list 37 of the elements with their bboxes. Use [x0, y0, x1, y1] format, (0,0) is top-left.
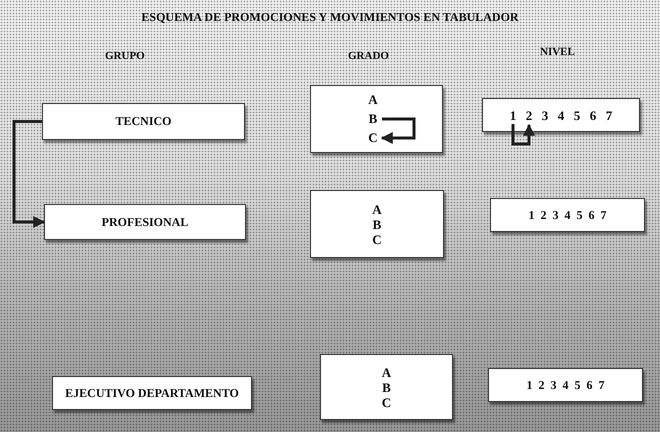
column-heading: GRUPO: [105, 50, 145, 62]
level-number: 5: [571, 108, 583, 124]
level-number: 2: [523, 108, 535, 124]
level-number: 4: [555, 108, 567, 124]
grade-letter: B: [366, 111, 380, 127]
level-box: [482, 98, 640, 132]
level-number: 1: [507, 108, 519, 124]
group-name: PROFESIONAL: [102, 214, 188, 230]
level-number: 6: [587, 108, 599, 124]
grade-letter: C: [372, 232, 382, 246]
grade-box: [310, 190, 444, 258]
arrow: [380, 118, 416, 144]
grade-letter: A: [366, 92, 380, 108]
level-box: [490, 198, 645, 232]
grade-letter: A: [382, 364, 392, 380]
group-box: [52, 376, 252, 410]
grade-box: [310, 85, 443, 153]
column-heading: GRADO: [348, 50, 389, 62]
grade-letter: A: [372, 202, 382, 216]
grade-box: [320, 354, 453, 420]
level-box: [488, 368, 643, 402]
grade-letter: B: [382, 380, 391, 394]
arrow: [512, 124, 535, 146]
diagram-title: ESQUEMA DE PROMOCIONES Y MOVIMIENTOS EN TABULADOR: [140, 10, 520, 25]
group-name: TECNICO: [115, 114, 172, 129]
arrow: [12, 120, 46, 228]
column-heading: NIVEL: [540, 46, 575, 58]
level-numbers: 1 2 3 4 5 6 7: [528, 208, 606, 222]
grade-letter: B: [372, 216, 382, 232]
level-numbers: 1 2 3 4 5 6 7: [526, 378, 604, 392]
grade-letter: C: [382, 394, 392, 410]
group-box: [42, 103, 245, 140]
level-number: 3: [539, 108, 551, 124]
group-box: [44, 204, 246, 240]
level-number: 7: [603, 108, 615, 124]
group-name: EJECUTIVO DEPARTAMENTO: [65, 386, 239, 400]
grade-letter: C: [366, 130, 380, 146]
